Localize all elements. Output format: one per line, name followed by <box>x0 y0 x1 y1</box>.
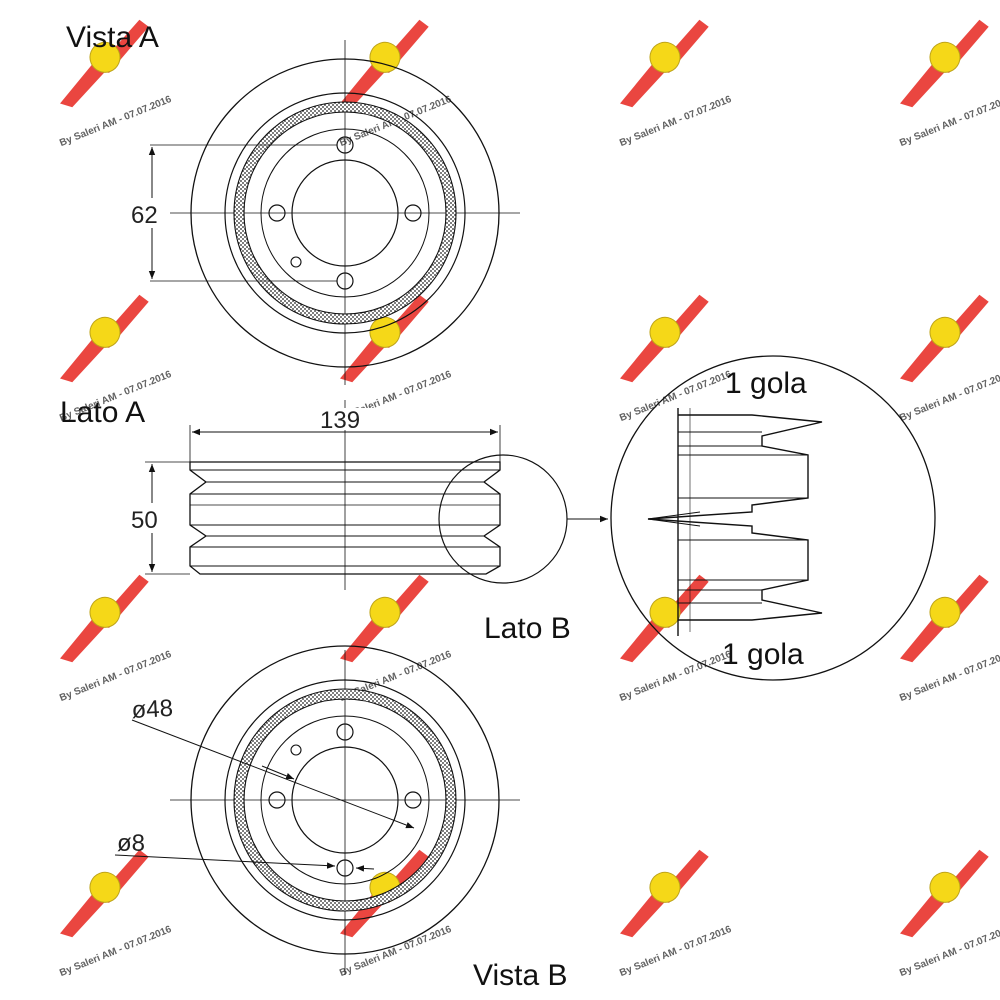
pin-hole <box>290 744 302 756</box>
watermark-badge <box>89 316 121 348</box>
watermark-badge <box>929 596 961 628</box>
watermark-logo: By Saleri AM - 07.07.2016 <box>58 849 174 979</box>
outer-rim <box>190 58 500 368</box>
bore-leader <box>131 719 415 829</box>
watermark-badge <box>369 41 401 73</box>
watermark-badge <box>89 871 121 903</box>
center-bore <box>291 746 399 854</box>
rubber-damper-ring <box>234 689 456 911</box>
outer-rim <box>190 645 500 955</box>
center-bore <box>291 159 399 267</box>
front-view-b <box>114 645 520 975</box>
watermark-badge <box>649 316 681 348</box>
watermark-logo: By Saleri AM - 07.07.2016 <box>898 574 1000 704</box>
watermark-badge <box>929 871 961 903</box>
dimension-48: ø48 <box>131 695 174 724</box>
label-lato-a: Lato A <box>60 396 145 429</box>
bolt-hole <box>336 723 354 741</box>
watermark-logo: By Saleri AM - 07.07.2016 <box>618 19 734 149</box>
watermark-badge <box>929 41 961 73</box>
watermark-logo: By Saleri AM - 07.07.2016 <box>338 19 454 149</box>
watermark-badge <box>369 596 401 628</box>
watermark-badge <box>929 316 961 348</box>
dimension-8: ø8 <box>117 830 145 857</box>
dimension-139: 139 <box>320 407 360 434</box>
watermark-logo: By Saleri AM - 07.07.2016 <box>898 19 1000 149</box>
watermark-badge <box>89 596 121 628</box>
groove-label-top: 1 gola <box>725 367 807 400</box>
watermark-layer: By Saleri AM - 07.07.2016 By Saleri AM - … <box>58 19 1000 979</box>
watermark-logo: By Saleri AM - 07.07.2016 <box>58 574 174 704</box>
title-vista-b: Vista B <box>473 959 568 992</box>
dimension-62: 62 <box>131 202 158 229</box>
bolt-hole <box>404 791 422 809</box>
watermark-badge <box>649 871 681 903</box>
watermark-logo: By Saleri AM - 07.07.2016 <box>898 849 1000 979</box>
title-vista-a: Vista A <box>66 21 159 54</box>
inner-rim <box>224 92 466 334</box>
watermark-badge <box>649 596 681 628</box>
detail-view <box>610 355 936 681</box>
rubber-damper-ring <box>234 102 456 324</box>
side-view <box>128 400 608 590</box>
label-lato-b: Lato B <box>484 612 571 645</box>
watermark-logo: By Saleri AM - 07.07.2016 <box>338 574 454 704</box>
front-view-a <box>128 40 520 385</box>
bolt-hole <box>268 791 286 809</box>
pin-hole <box>290 256 302 268</box>
watermark-badge <box>89 41 121 73</box>
watermark-logo: By Saleri AM - 07.07.2016 <box>618 849 734 979</box>
bolt-hole <box>404 204 422 222</box>
dimension-50: 50 <box>131 507 158 534</box>
watermark-logo: By Saleri AM - 07.07.2016 <box>618 294 734 424</box>
detail-callout-circle <box>438 454 568 584</box>
detail-circle <box>610 355 936 681</box>
groove-label-bottom: 1 gola <box>722 638 804 671</box>
watermark-badge <box>649 41 681 73</box>
hole-leader <box>114 854 336 869</box>
bolt-hole <box>268 204 286 222</box>
bolt-hole <box>336 859 354 877</box>
